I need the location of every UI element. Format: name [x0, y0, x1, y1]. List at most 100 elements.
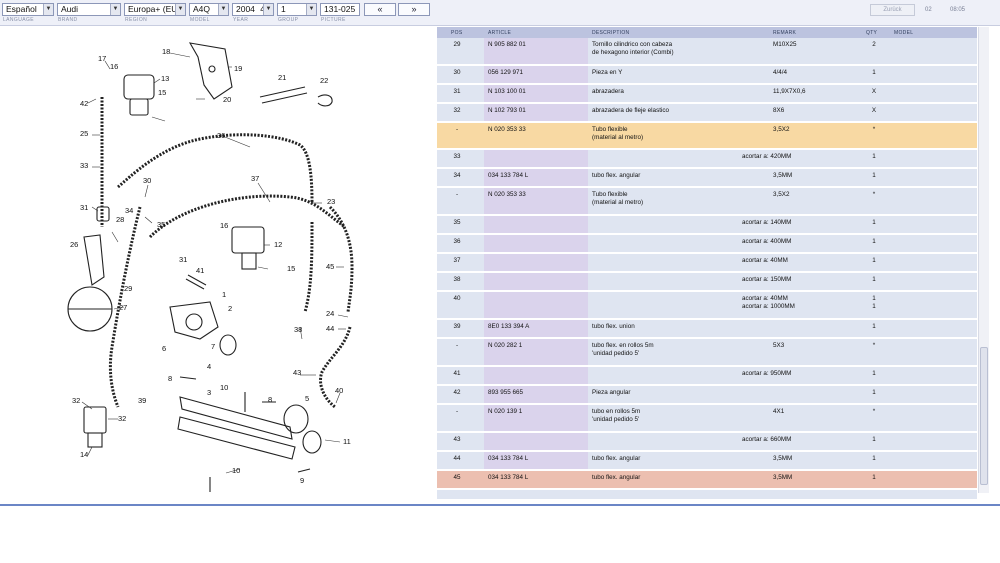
- cell-article: N 103 100 01: [488, 88, 526, 95]
- header-remark: REMARK: [773, 30, 797, 36]
- picture-value: 131-025: [324, 4, 356, 14]
- chevron-down-icon[interactable]: ▼: [43, 4, 53, 15]
- header-qty: QTY: [866, 30, 878, 36]
- cell-pos: -: [455, 126, 459, 133]
- table-row[interactable]: 37 acortar a: 40MM 1: [437, 254, 977, 272]
- table-row[interactable]: - N 020 353 33 Tubo flexible(material al…: [437, 188, 977, 215]
- cell-description: Tubo flexible(material al metro): [592, 126, 644, 141]
- callout-label: 14: [80, 450, 89, 459]
- vertical-scrollbar[interactable]: [978, 27, 989, 493]
- callout-label: 19: [234, 64, 243, 73]
- callout-label: 10: [220, 383, 229, 392]
- cell-pos: 42: [453, 389, 461, 396]
- table-row[interactable]: 36 acortar a: 400MM 1: [437, 235, 977, 253]
- language-select[interactable]: Español ▼: [2, 3, 54, 16]
- year-select[interactable]: 2004 4 ▼: [232, 3, 274, 16]
- table-row[interactable]: 41 acortar a: 950MM 1: [437, 367, 977, 385]
- cell-article: 034 133 784 L: [488, 474, 529, 481]
- callout-label: 8: [168, 374, 173, 383]
- cell-qty: 1: [872, 257, 876, 264]
- cell-pos: 40: [453, 295, 461, 302]
- table-row[interactable]: 35 acortar a: 140MM 1: [437, 216, 977, 234]
- cell-remark: 4X1: [773, 408, 785, 415]
- back-button[interactable]: Zurück: [870, 4, 915, 16]
- cell-remark: 3,5X2: [773, 126, 790, 133]
- picture-select[interactable]: 131-025: [320, 3, 360, 16]
- cell-pos: 41: [453, 370, 461, 377]
- cell-remark: acortar a: 420MM: [742, 153, 792, 160]
- callout-label: 15: [287, 264, 296, 273]
- group-select[interactable]: 1 ▼: [277, 3, 317, 16]
- table-row[interactable]: - N 020 282 1 tubo flex. en rollos 5m'un…: [437, 339, 977, 366]
- cell-remark: 3,5X2: [773, 191, 790, 198]
- table-row[interactable]: 30 056 129 971 Pieza en Y 4/4/4 1: [437, 66, 977, 84]
- cell-remark: 3,5MM: [773, 172, 793, 179]
- callout-label: 37: [251, 174, 260, 183]
- year-suffix: 4: [260, 4, 265, 14]
- cell-remark: 11,9X7X0,6: [773, 88, 806, 95]
- chevron-down-icon[interactable]: ▼: [175, 4, 185, 15]
- table-row[interactable]: 33 acortar a: 420MM 1: [437, 150, 977, 168]
- next-picture-button[interactable]: »: [398, 3, 430, 16]
- cell-remark: 3,5MM: [773, 474, 793, 481]
- cell-qty: 1: [872, 389, 876, 396]
- cell-description: tubo flex. union: [592, 323, 635, 330]
- year-label: YEAR: [233, 17, 249, 23]
- cell-pos: 31: [453, 88, 461, 95]
- cell-pos: 29: [453, 41, 461, 48]
- callout-label: 24: [326, 309, 335, 318]
- cell-remark: acortar a: 660MM: [742, 436, 792, 443]
- cell-qty: 1: [872, 474, 876, 481]
- cell-remark: 5X3: [773, 342, 785, 349]
- cell-pos: 30: [453, 69, 461, 76]
- scrollbar-thumb[interactable]: [980, 347, 988, 485]
- callout-label: 32: [72, 396, 81, 405]
- cell-qty: *: [872, 342, 876, 349]
- group-value: 1: [281, 4, 286, 14]
- cell-remark: acortar a: 40MM: [742, 257, 788, 264]
- chevron-down-icon[interactable]: ▼: [218, 4, 228, 15]
- cell-description: tubo flex. angular: [592, 455, 641, 462]
- table-row[interactable]: 44 034 133 784 L tubo flex. angular 3,5M…: [437, 452, 977, 470]
- cell-qty: 1: [872, 238, 876, 245]
- table-row[interactable]: 38 acortar a: 150MM 1: [437, 273, 977, 291]
- table-row[interactable]: - N 020 139 1 tubo en rollos 5m'unidad p…: [437, 405, 977, 432]
- cell-remark: acortar a: 150MM: [742, 276, 792, 283]
- callout-label: 1: [222, 290, 227, 299]
- region-value: Europa+ (EU): [128, 4, 181, 14]
- cell-description: tubo flex. angular: [592, 474, 641, 481]
- table-row[interactable]: 34 034 133 784 L tubo flex. angular 3,5M…: [437, 169, 977, 187]
- callout-label: 15: [158, 88, 167, 97]
- table-row-selected[interactable]: - N 020 353 33 Tubo flexible(material al…: [437, 123, 977, 149]
- table-row[interactable]: 32 N 102 793 01 abrazadera de fleje elas…: [437, 104, 977, 122]
- cell-description: Pieza angular: [592, 389, 631, 396]
- previous-picture-button[interactable]: «: [364, 3, 396, 16]
- table-row[interactable]: 29 N 905 882 01 Tornillo cilindrico con …: [437, 38, 977, 65]
- callout-label: 16: [220, 221, 229, 230]
- callout-label: 29: [124, 284, 133, 293]
- callout-label: 42: [80, 99, 89, 108]
- chevron-down-icon[interactable]: ▼: [263, 4, 273, 15]
- cell-remark: acortar a: 950MM: [742, 370, 792, 377]
- callout-label: 22: [320, 76, 329, 85]
- callout-label: 31: [80, 203, 89, 212]
- callout-label: 11: [343, 437, 351, 446]
- table-row[interactable]: 39 8E0 133 394 A tubo flex. union 1: [437, 320, 977, 338]
- table-row[interactable]: 31 N 103 100 01 abrazadera 11,9X7X0,6 X: [437, 85, 977, 103]
- cell-pos: 37: [453, 257, 461, 264]
- model-select[interactable]: A4Q ▼: [189, 3, 229, 16]
- language-value: Español: [6, 4, 37, 14]
- table-row[interactable]: 43 acortar a: 660MM 1: [437, 433, 977, 451]
- table-row-highlighted[interactable]: 45 034 133 784 L tubo flex. angular 3,5M…: [437, 471, 977, 489]
- chevron-down-icon[interactable]: ▼: [110, 4, 120, 15]
- cell-qty: 1: [872, 219, 876, 226]
- brand-select[interactable]: Audi ▼: [57, 3, 121, 16]
- chevron-down-icon[interactable]: ▼: [306, 4, 316, 15]
- table-row[interactable]: 42 893 955 665 Pieza angular 1: [437, 386, 977, 404]
- status-counter: 02: [925, 7, 932, 13]
- cell-article: 056 129 971: [488, 69, 524, 76]
- region-label: REGION: [125, 17, 148, 23]
- region-select[interactable]: Europa+ (EU) ▼: [124, 3, 186, 16]
- cell-pos: 35: [453, 219, 461, 226]
